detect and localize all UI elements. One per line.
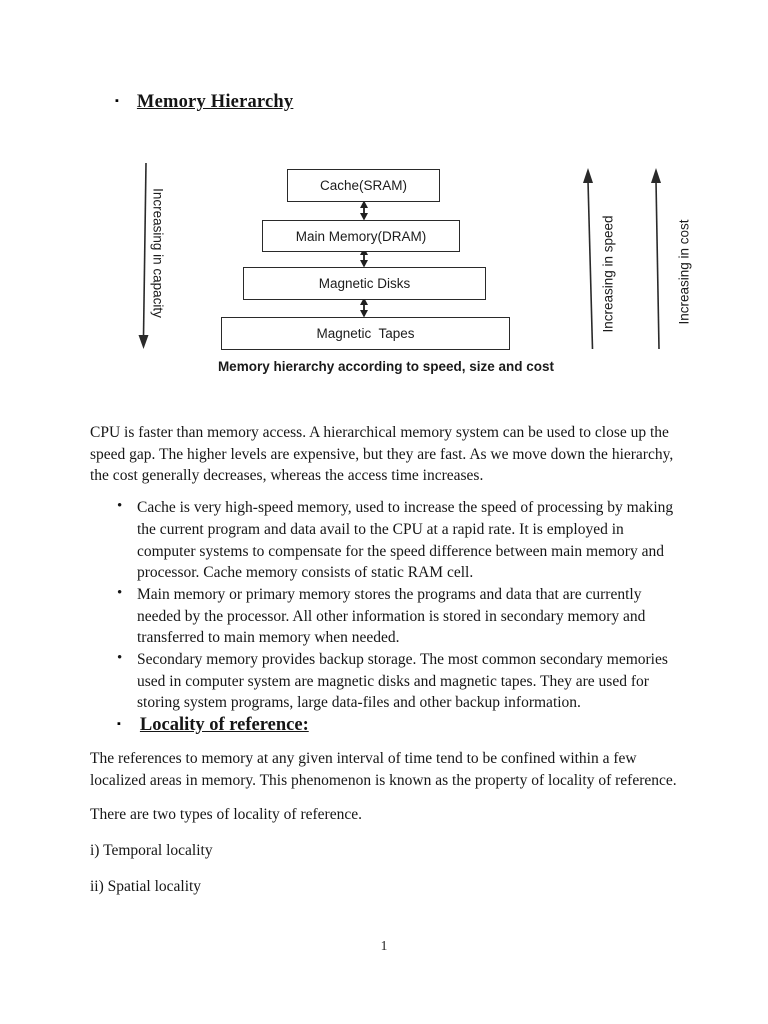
page-title: ▪ Memory Hierarchy (115, 92, 293, 113)
list-item-text: Main memory or primary memory stores the… (137, 585, 646, 647)
square-bullet-icon: ▪ (115, 95, 119, 107)
page-title-text: Memory Hierarchy (136, 92, 294, 112)
locality-paragraph: The references to memory at any given in… (90, 749, 677, 789)
section-heading-locality: ▪ Locality of reference: (90, 715, 681, 737)
up-arrow-icon (651, 168, 661, 350)
list-item-text: Secondary memory provides backup storage… (137, 651, 668, 712)
bullet-dot-icon: • (117, 650, 123, 667)
list-item: • Secondary memory provides backup stora… (90, 649, 681, 714)
cost-axis-label: Increasing in cost (676, 219, 692, 325)
diagram-caption: Memory hierarchy according to speed, siz… (217, 359, 555, 374)
diagram-box-main-memory: Main Memory(DRAM) (262, 220, 460, 252)
types-line: There are two types of locality of refer… (90, 806, 362, 824)
capacity-axis-label: Increasing in capacity (150, 188, 166, 318)
down-arrow-icon (138, 162, 149, 349)
spatial-locality-line: ii) Spatial locality (90, 877, 202, 895)
square-bullet-icon: ▪ (117, 718, 121, 731)
bullet-list: • Cache is very high-speed memory, used … (90, 497, 681, 714)
list-item-text: Cache is very high-speed memory, used to… (137, 499, 674, 582)
list-item: • Cache is very high-speed memory, used … (90, 497, 681, 584)
memory-hierarchy-diagram (138, 162, 661, 350)
diagram-box-magnetic-disks: Magnetic Disks (243, 267, 486, 300)
list-item: • Main memory or primary memory stores t… (90, 584, 681, 649)
page-number: 1 (380, 938, 388, 953)
double-arrow-icon (360, 200, 368, 221)
bullet-dot-icon: • (117, 498, 123, 515)
diagram-box-cache: Cache(SRAM) (287, 169, 440, 202)
speed-axis-label: Increasing in speed (600, 215, 616, 333)
body-text: CPU is faster than memory access. A hier… (90, 422, 681, 897)
up-arrow-icon (583, 168, 594, 350)
temporal-locality-line: i) Temporal locality (90, 841, 213, 859)
intro-paragraph: CPU is faster than memory access. A hier… (90, 424, 674, 485)
bullet-dot-icon: • (117, 584, 123, 601)
diagram-box-magnetic-tapes: Magnetic Tapes (221, 317, 510, 350)
double-arrow-icon (360, 297, 368, 318)
section-heading-text: Locality of reference: (139, 715, 309, 736)
